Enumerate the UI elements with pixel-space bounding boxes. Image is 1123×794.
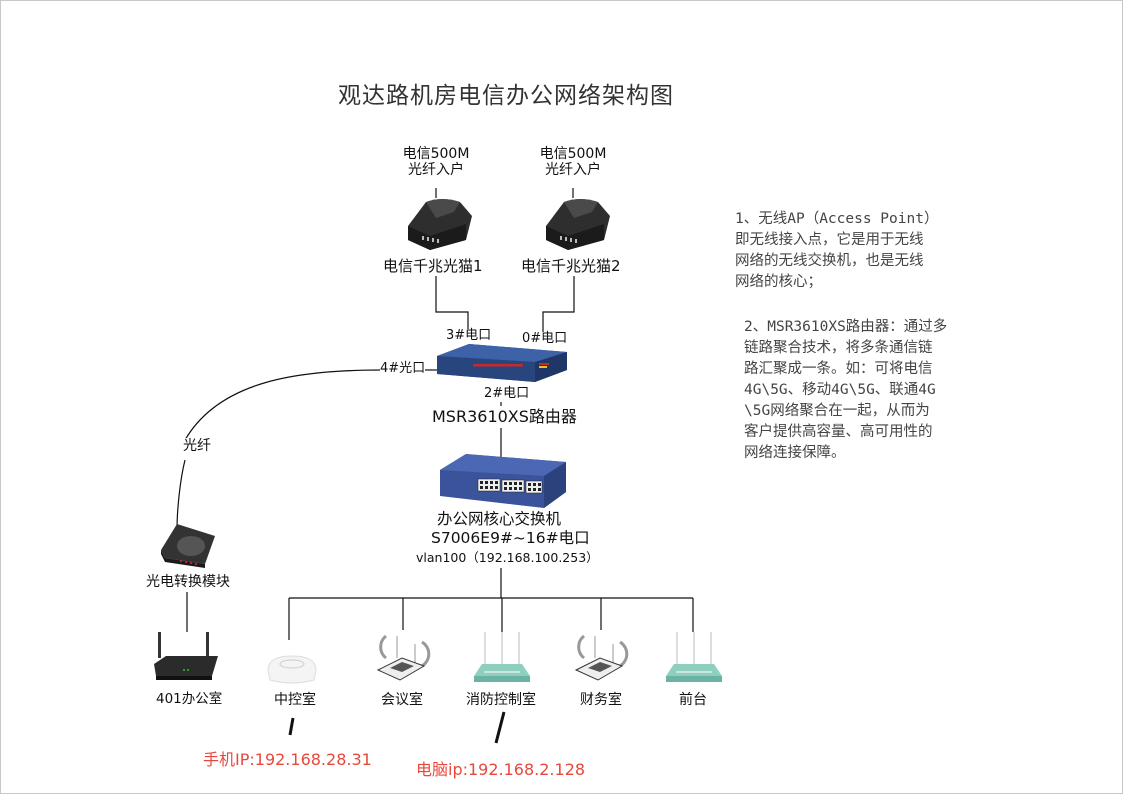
pc-pointer	[494, 711, 506, 744]
endpoint-label-fire-control-room: 消防控制室	[466, 692, 536, 708]
switch-label: 办公网核心交换机	[437, 510, 562, 528]
router-label: MSR3610XS路由器	[432, 407, 577, 426]
wifi-router-teal-icon-front	[666, 632, 722, 682]
pc-ip-annotation: 电脑ip:192.168.2.128	[416, 760, 586, 779]
wireless-ap-icon	[376, 634, 431, 681]
switch-ports: S7006E9#~16#电口	[431, 529, 590, 547]
note-router-line: 4G\5G、移动4G\5G、联通4G	[744, 382, 936, 398]
modem1-router-line	[435, 276, 469, 332]
ceiling-ap-icon	[267, 655, 317, 684]
isp2-label: 电信500M 光纤入户	[533, 146, 613, 178]
modem2-router-line	[542, 276, 575, 342]
note-ap-line: 即无线接入点，它是用于无线	[735, 232, 924, 248]
wireless-ap-icon-finance	[574, 634, 629, 681]
converter-label: 光电转换模块	[146, 574, 230, 590]
media-converter-icon	[161, 524, 215, 568]
router-port-2: 2#电口	[484, 386, 530, 402]
switch-vlan: vlan100（192.168.100.253）	[416, 550, 599, 566]
note-router-line: 网络连接保障。	[744, 445, 846, 461]
core-switch-icon	[440, 454, 566, 508]
endpoint-label-control-room: 中控室	[274, 692, 316, 708]
modem-2-label: 电信千兆光猫2	[521, 257, 621, 275]
modem-2-icon	[546, 199, 610, 250]
router-port-0: 0#电口	[522, 331, 568, 347]
endpoint-label-front-desk: 前台	[679, 692, 707, 708]
note-router: 2、MSR3610XS路由器：通过多 链路聚合技术，将多条通信链 路汇聚成一条。…	[744, 317, 947, 464]
note-ap: 1、无线AP（Access Point） 即无线接入点，它是用于无线 网络的无线…	[735, 209, 938, 293]
endpoint-label-meeting-room: 会议室	[381, 692, 423, 708]
router-icon	[437, 344, 567, 382]
modem-1-icon	[408, 199, 472, 250]
phone-pointer	[288, 717, 295, 736]
note-router-line: \5G网络聚合在一起，从而为	[744, 403, 930, 419]
note-router-line: 路汇聚成一条。如：可将电信	[744, 361, 933, 377]
isp1-label: 电信500M 光纤入户	[396, 146, 476, 178]
endpoint-label-401: 401办公室	[156, 691, 223, 707]
endpoint-label-finance-room: 财务室	[580, 692, 622, 708]
isp2-line1: 电信500M	[539, 146, 607, 162]
fiber-label: 光纤	[183, 438, 211, 455]
router-port-3: 3#电口	[446, 328, 492, 344]
isp1-line2: 光纤入户	[408, 162, 464, 179]
isp1-line1: 电信500M	[402, 146, 470, 162]
page-title: 观达路机房电信办公网络架构图	[338, 83, 674, 109]
note-ap-line: 网络的无线交换机，也是无线	[735, 253, 924, 269]
note-router-line: 客户提供高容量、高可用性的	[744, 424, 933, 440]
router-port-4: 4#光口	[380, 361, 426, 377]
modem-1-label: 电信千兆光猫1	[383, 257, 483, 275]
isp2-line2: 光纤入户	[545, 162, 601, 179]
note-router-line: 链路聚合技术，将多条通信链	[744, 340, 933, 356]
phone-ip-annotation: 手机IP:192.168.28.31	[203, 750, 372, 769]
wifi-router-teal-icon	[474, 632, 530, 682]
note-router-line: 2、MSR3610XS路由器：通过多	[744, 319, 948, 335]
note-ap-line: 网络的核心；	[735, 274, 822, 290]
note-ap-line: 1、无线AP（Access Point）	[735, 211, 939, 227]
wifi-router-black-icon	[154, 632, 218, 680]
